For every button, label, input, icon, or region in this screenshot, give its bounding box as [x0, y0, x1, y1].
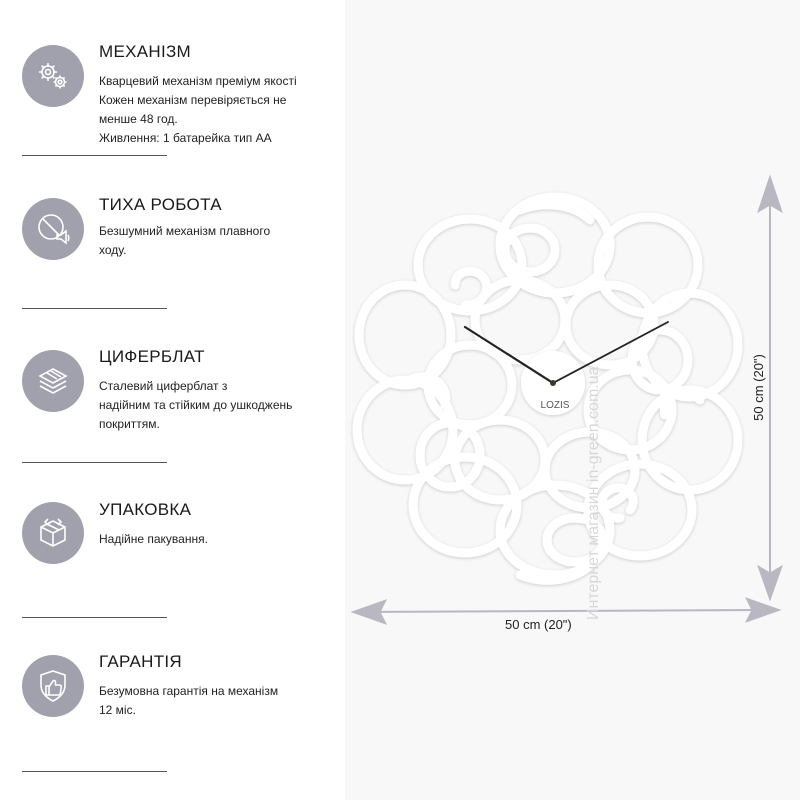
width-arrow: [350, 597, 782, 625]
features-panel: МЕХАНІЗМ Кварцевий механізм преміум якос…: [0, 0, 345, 800]
desc-line: Кожен механізм перевіряється не: [99, 93, 287, 107]
feature-description: Надійне пакування.: [99, 530, 334, 549]
desc-line: ходу.: [99, 243, 127, 257]
watermark: Интернет магазин in-green.com.ua: [585, 366, 602, 620]
desc-line: Безумовна гарантія на механізм: [99, 684, 279, 698]
feature-title: ТИХА РОБОТА: [99, 195, 222, 214]
feature-description: Кварцевий механізм преміум якості Кожен …: [99, 72, 334, 148]
clock-logo: LOZIS: [541, 400, 570, 411]
divider: [22, 155, 167, 156]
divider: [22, 771, 167, 772]
divider: [22, 617, 167, 618]
desc-line: Живлення: 1 батарейка тип АА: [99, 131, 272, 145]
feature-description: Безшумний механізм плавного ходу.: [99, 222, 334, 260]
desc-line: надійним та стійким до ушкоджень: [99, 398, 293, 412]
feature-description: Сталевий циферблат з надійним та стійким…: [99, 377, 334, 434]
desc-line: Кварцевий механізм преміум якості: [99, 74, 297, 88]
height-arrow: [757, 174, 783, 602]
divider: [22, 308, 167, 309]
clock-hands: [463, 321, 669, 386]
clock-face: [352, 192, 743, 585]
divider: [22, 462, 167, 463]
shield-thumbs-up-icon: [22, 655, 84, 717]
desc-line: менше 48 год.: [99, 112, 178, 126]
desc-line: покриттям.: [99, 417, 160, 431]
desc-line: Надійне пакування.: [99, 532, 208, 546]
clock-illustration: LOZIS: [350, 174, 783, 625]
height-label: 50 cm (20"): [750, 354, 766, 421]
package-icon: [22, 502, 84, 564]
layers-icon: [22, 350, 84, 412]
desc-line: Безшумний механізм плавного: [99, 224, 271, 238]
desc-line: Сталевий циферблат з: [99, 379, 228, 393]
feature-title: ГАРАНТІЯ: [99, 652, 183, 671]
feature-description: Безумовна гарантія на механізм 12 міс.: [99, 682, 334, 720]
mute-speaker-icon: [22, 198, 84, 260]
gears-icon: [22, 45, 84, 107]
desc-line: 12 міс.: [99, 703, 136, 717]
feature-title: УПАКОВКА: [99, 500, 192, 519]
width-label: 50 cm (20"): [505, 617, 572, 632]
feature-title: МЕХАНІЗМ: [99, 42, 192, 61]
feature-title: ЦИФЕРБЛАТ: [99, 347, 205, 366]
